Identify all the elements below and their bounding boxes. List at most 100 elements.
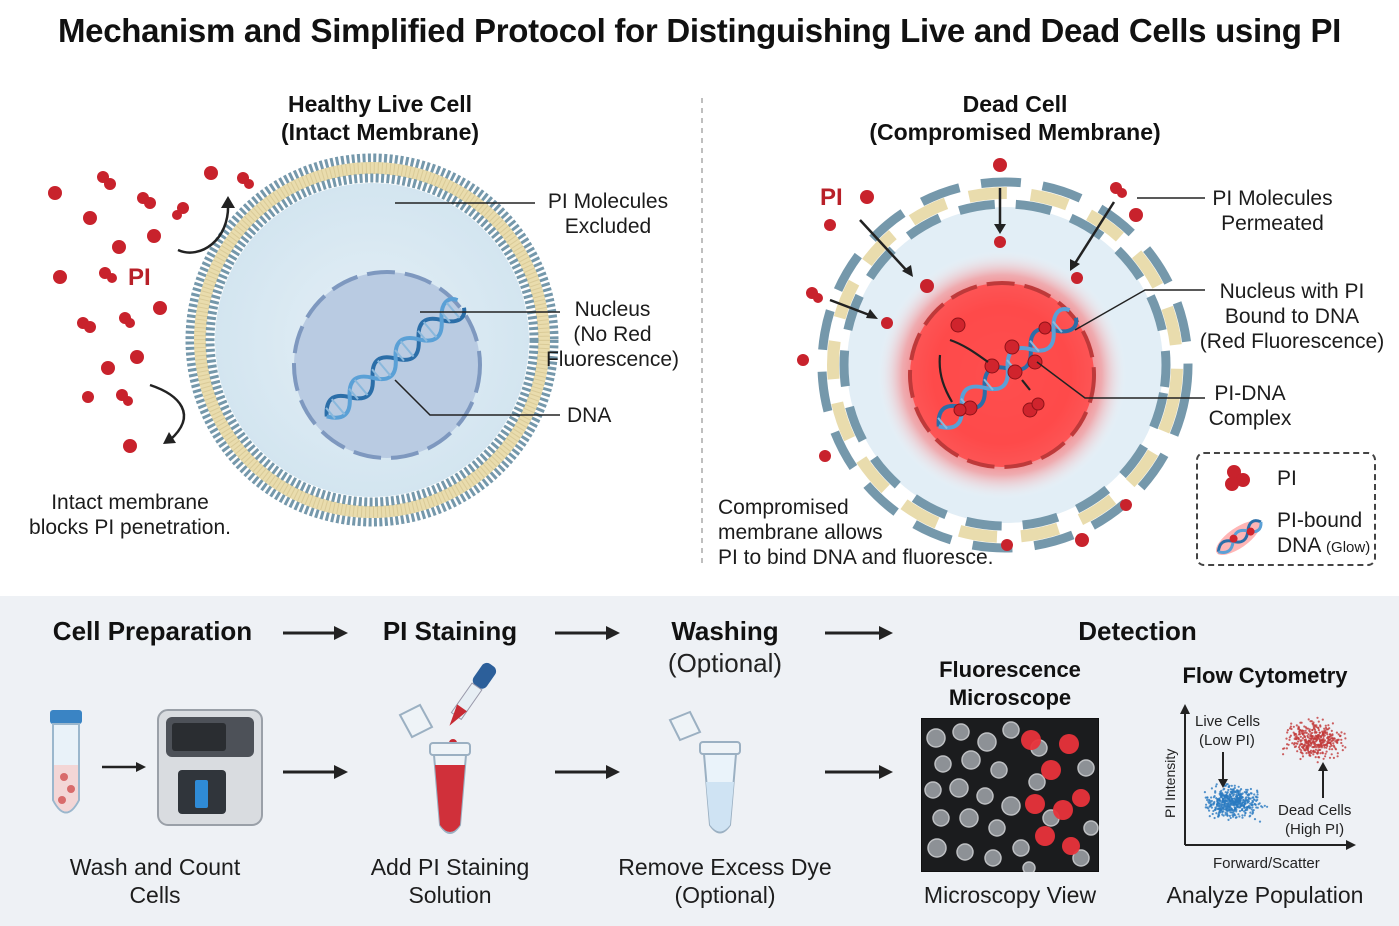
scatter-dot: [1296, 750, 1299, 753]
scatter-dot: [1212, 803, 1215, 806]
scatter-dot: [1248, 815, 1251, 818]
scatter-dot: [1232, 788, 1235, 791]
scatter-dot: [1323, 727, 1326, 730]
step3-title: Washing: [671, 616, 779, 646]
scatter-dot: [1218, 799, 1221, 802]
scatter-dot: [1334, 740, 1337, 743]
scatter-dot: [1214, 807, 1217, 810]
scatter-dot: [1235, 810, 1238, 813]
scatter-dot: [1210, 799, 1213, 803]
live-callout-pi-line1: PI Molecules: [547, 190, 669, 213]
scatter-dot: [1251, 803, 1254, 807]
scatter-dot: [1210, 787, 1213, 790]
scatter-dot: [1335, 731, 1338, 734]
scatter-dot: [1239, 792, 1242, 795]
scatter-dot: [1311, 722, 1314, 725]
scatter-dot: [1250, 808, 1253, 811]
scatter-dot: [1336, 741, 1339, 744]
scatter-dot: [1308, 754, 1311, 757]
scatter-dot: [1237, 793, 1240, 796]
dead-pi-label: PI: [820, 184, 843, 211]
scatter-dot: [1331, 733, 1334, 736]
dead-membrane: [817, 177, 1193, 553]
scatter-dot: [1218, 805, 1221, 808]
scatter-dot: [1229, 806, 1232, 809]
legend-pi-label: PI: [1277, 467, 1297, 490]
bounce-arrow-bottom: [149, 383, 185, 441]
scatter-dot: [1255, 799, 1258, 802]
dead-callout-pi-line1: PI Molecules: [1212, 187, 1333, 210]
scatter-dot: [1311, 746, 1314, 749]
dead-callout-nucleus-line1: Nucleus with PI: [1219, 280, 1365, 303]
step1-title: Cell Preparation: [52, 616, 253, 646]
micro-title-line2: Microscope: [948, 685, 1072, 710]
scatter-dot: [1227, 796, 1230, 799]
live-caption-line1: Intact membrane: [51, 491, 209, 514]
scatter-dot: [1253, 798, 1256, 801]
scatter-dot: [1249, 811, 1252, 814]
scatter-dot: [1321, 718, 1324, 721]
scatter-dot: [1246, 788, 1249, 791]
scatter-dot: [1315, 731, 1318, 734]
scatter-dot: [1295, 724, 1298, 727]
scatter-dot: [1204, 806, 1207, 809]
scatter-dot: [1334, 748, 1338, 751]
scatter-dot: [1297, 746, 1301, 749]
wash-tube-icon: [668, 710, 741, 834]
scatter-dot: [1323, 744, 1326, 747]
scatter-dot: [1285, 737, 1288, 740]
scatter-dot: [1215, 783, 1218, 786]
scatter-dot: [1309, 733, 1312, 736]
scatter-dot: [1228, 814, 1231, 817]
scatter-dot: [1317, 727, 1320, 730]
scatter-dot: [1343, 732, 1346, 735]
step1-illustration: [50, 709, 263, 826]
scatter-dot: [1214, 791, 1217, 794]
scatter-dot: [1242, 798, 1245, 801]
scatter-dot: [1298, 729, 1301, 732]
dead-caption-line3: PI to bind DNA and fluoresce.: [718, 546, 994, 569]
scatter-dot: [1227, 798, 1230, 801]
scatter-dot: [1294, 732, 1297, 735]
scatter-dot: [1226, 814, 1229, 817]
step3-caption-line1: Remove Excess Dye: [618, 854, 832, 880]
scatter-dot: [1228, 808, 1231, 811]
scatter-dot: [1286, 729, 1289, 732]
scatter-dot: [1336, 752, 1339, 755]
scatter-dot: [1301, 737, 1304, 740]
scatter-dot: [1222, 814, 1225, 817]
live-callout-nucleus-line1: Nucleus: [574, 298, 651, 321]
scatter-dot: [1303, 744, 1306, 747]
scatter-dot: [1286, 731, 1289, 734]
scatter-dot: [1250, 801, 1253, 804]
scatter-dot: [1341, 749, 1344, 752]
legend-bound-glow: (Glow): [1326, 539, 1371, 556]
scatter-dot: [1308, 737, 1311, 740]
scatter-dot: [1330, 729, 1333, 732]
scatter-dot: [1221, 811, 1224, 814]
scatter-dot: [1206, 796, 1209, 799]
scatter-dot: [1261, 806, 1264, 809]
scatter-dot: [1253, 793, 1256, 796]
scatter-dot: [1306, 736, 1310, 739]
scatter-dot: [1230, 784, 1233, 787]
scatter-dot: [1336, 739, 1339, 742]
scatter-dot: [1286, 743, 1289, 746]
step2-caption-line2: Solution: [408, 882, 492, 908]
micro-caption: Microscopy View: [923, 882, 1097, 908]
scatter-dot: [1222, 793, 1225, 796]
legend-icons: [1215, 465, 1263, 556]
step-arrows-top: [283, 626, 893, 640]
scatter-dot: [1307, 718, 1310, 721]
scatter-dot: [1325, 731, 1328, 734]
scatter-dot: [1320, 746, 1323, 749]
scatter-dot: [1225, 808, 1228, 811]
scatter-dot: [1231, 811, 1234, 814]
scatter-dot: [1214, 785, 1218, 788]
step3-subtitle: (Optional): [667, 648, 783, 678]
flow-dead-label-2: (High PI): [1285, 821, 1344, 838]
scatter-dot: [1321, 752, 1324, 755]
dead-callout-nucleus-line3: (Red Fluorescence): [1199, 330, 1385, 353]
scatter-dot: [1336, 755, 1339, 758]
scatter-dot: [1232, 793, 1235, 796]
